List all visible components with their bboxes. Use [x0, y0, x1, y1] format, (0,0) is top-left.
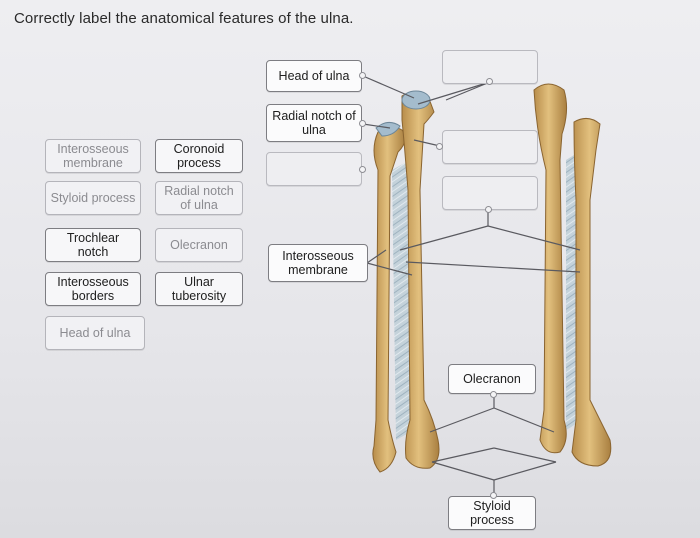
radius-bone-anterior — [401, 91, 440, 469]
target-olecranon[interactable]: Olecranon — [448, 364, 536, 394]
connector-knob — [359, 166, 366, 173]
connector-knob — [436, 143, 443, 150]
bank-chip-styloid-process[interactable]: Styloid process — [45, 181, 141, 215]
bank-chip-head-of-ulna[interactable]: Head of ulna — [45, 316, 145, 350]
ulna-bone-anterior — [372, 126, 406, 473]
target-empty-lower-right[interactable] — [442, 176, 538, 210]
question-title: Correctly label the anatomical features … — [14, 10, 354, 27]
leader-lines — [362, 75, 581, 496]
target-radial-notch[interactable]: Radial notch of ulna — [266, 104, 362, 142]
connector-knob — [359, 72, 366, 79]
target-empty-mid-right[interactable] — [442, 130, 538, 164]
ulna-bone-posterior — [533, 83, 568, 454]
connector-knob — [490, 391, 497, 398]
connector-knob — [359, 120, 366, 127]
target-head-of-ulna[interactable]: Head of ulna — [266, 60, 362, 92]
bank-chip-interosseous-membrane[interactable]: Interosseous membrane — [45, 139, 141, 173]
anterior-forearm — [372, 90, 440, 473]
ulna-trochlear-cartilage — [375, 122, 401, 137]
connector-knob — [485, 206, 492, 213]
bank-chip-trochlear-notch[interactable]: Trochlear notch — [45, 228, 141, 262]
radius-bone-posterior — [571, 118, 612, 467]
target-empty-left[interactable] — [266, 152, 362, 186]
bank-chip-interosseous-borders[interactable]: Interosseous borders — [45, 272, 141, 306]
bank-chip-ulnar-tuberosity[interactable]: Ulnar tuberosity — [155, 272, 243, 306]
posterior-forearm — [533, 83, 612, 467]
radial-head-cartilage — [401, 90, 431, 110]
connector-knob — [486, 78, 493, 85]
bank-chip-radial-notch[interactable]: Radial notch of ulna — [155, 181, 243, 215]
bank-chip-coronoid-process[interactable]: Coronoid process — [155, 139, 243, 173]
target-interosseous-membrane[interactable]: Interosseous membrane — [268, 244, 368, 282]
target-styloid-process[interactable]: Styloid process — [448, 496, 536, 530]
connector-knob — [490, 492, 497, 499]
bank-chip-olecranon[interactable]: Olecranon — [155, 228, 243, 262]
